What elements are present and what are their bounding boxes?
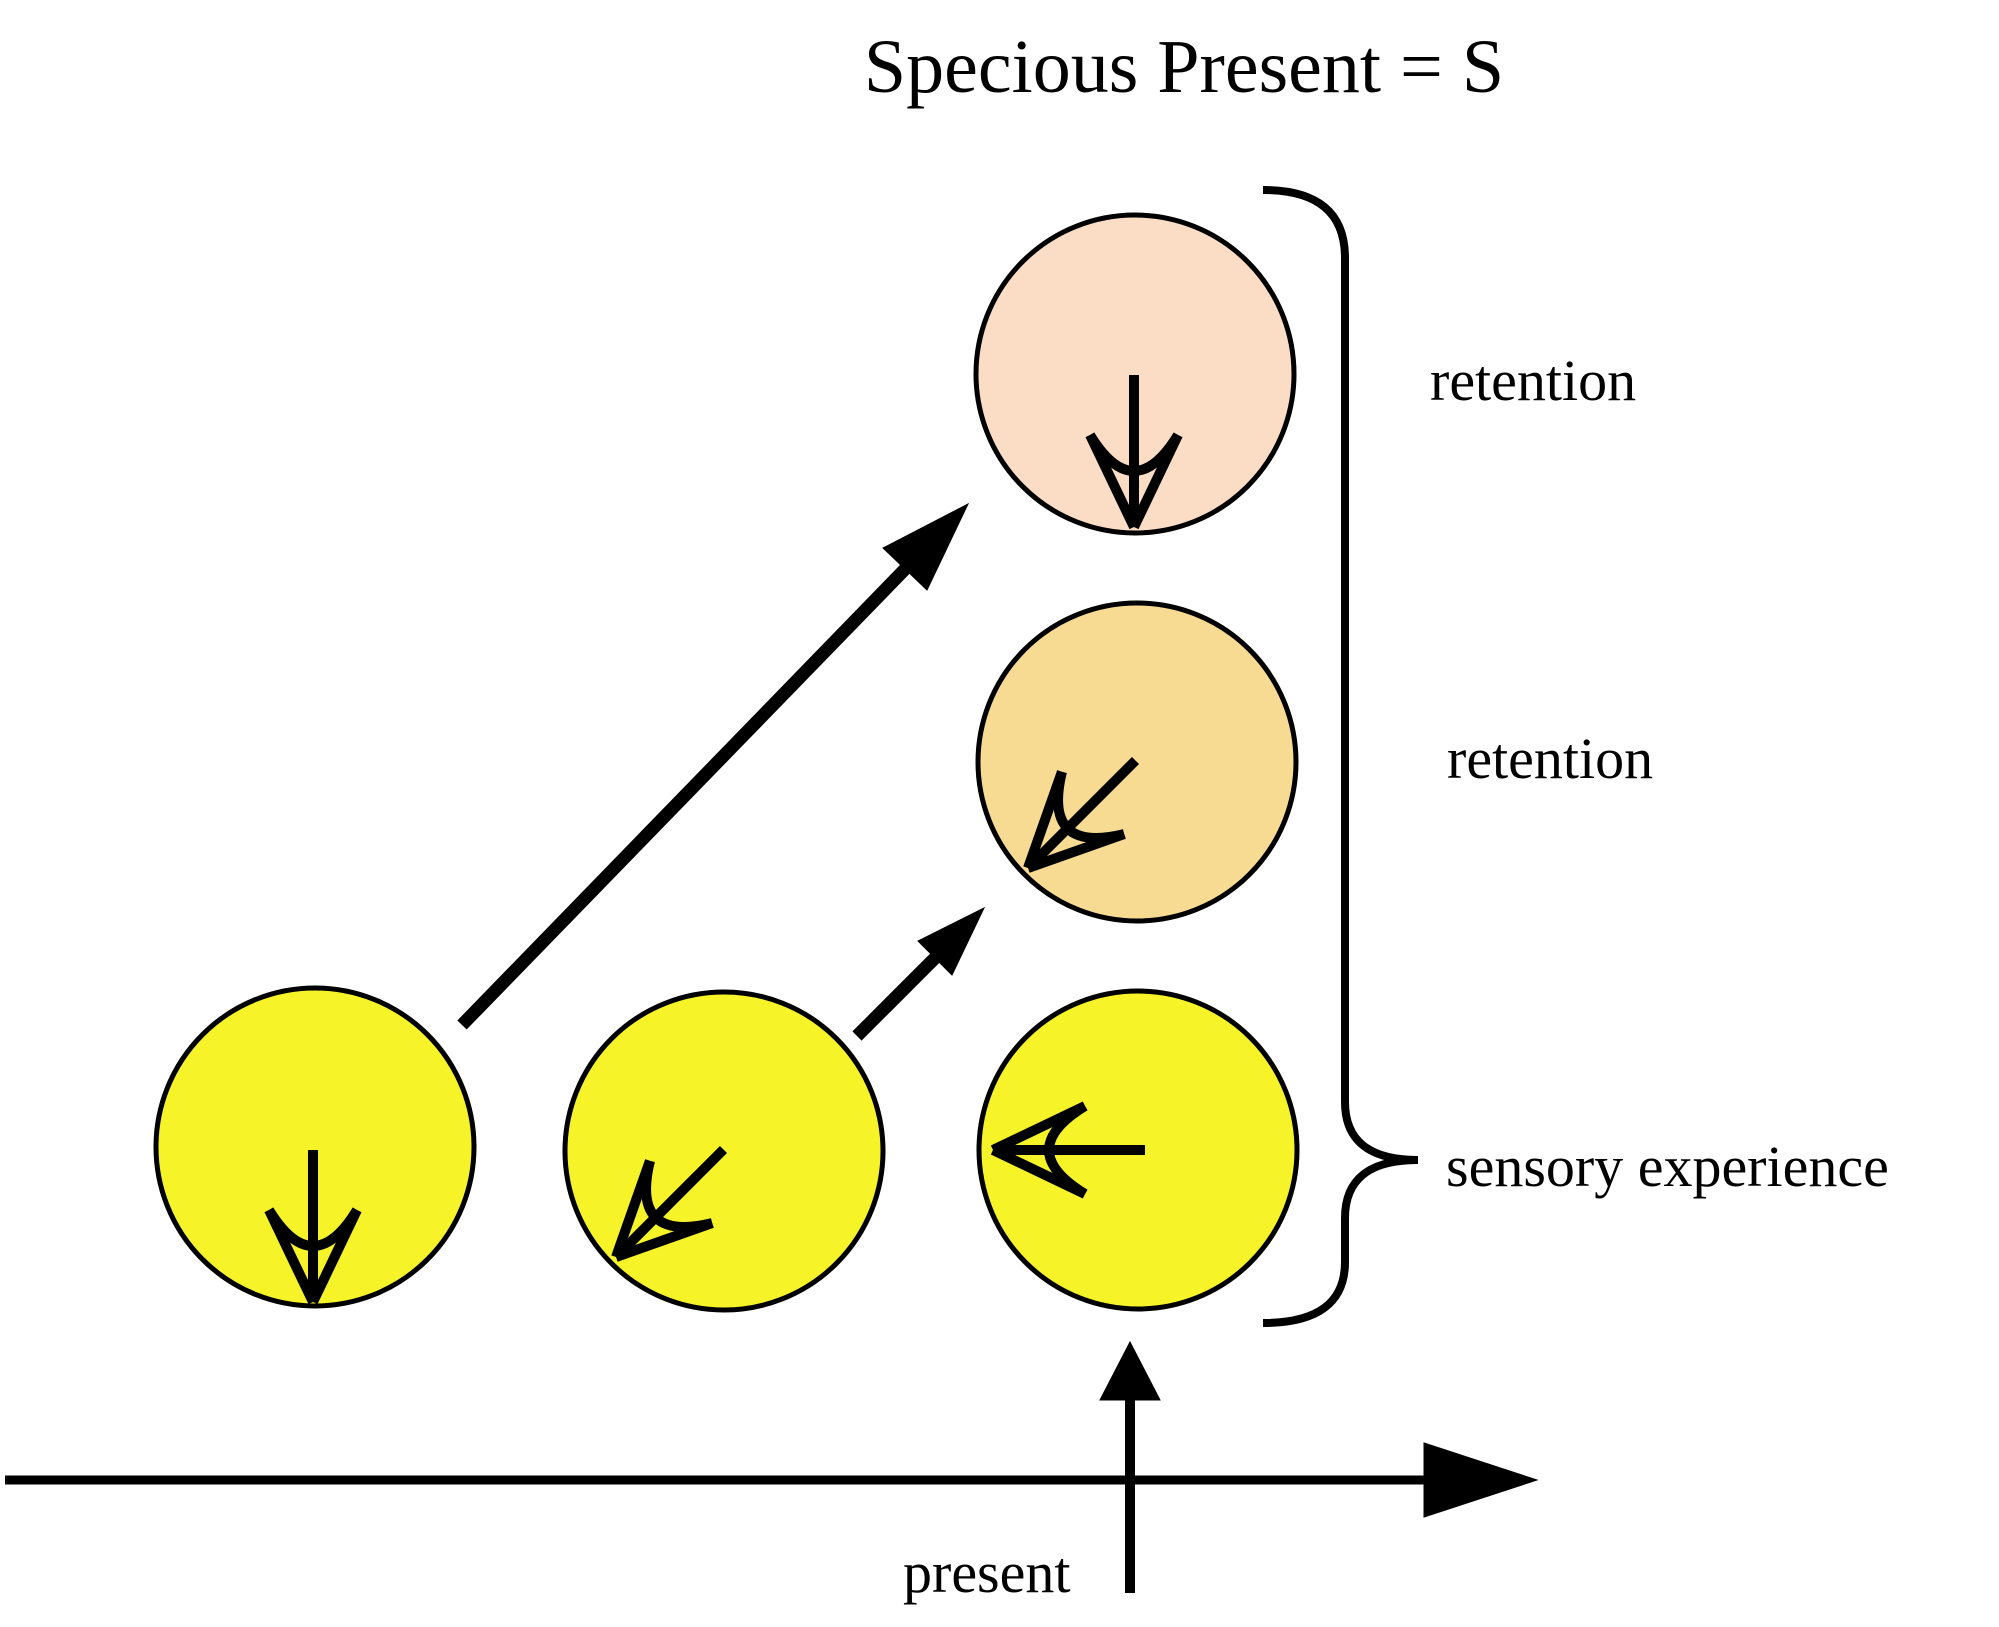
page-title: Specious Present = S (864, 25, 1504, 109)
circle-middle-retention (975, 600, 1299, 924)
connector-short-arrow (852, 906, 986, 1041)
sensory-experience-label: sensory experience (1446, 1134, 1889, 1199)
circle-top-retention (973, 212, 1297, 536)
curly-brace (1262, 186, 1419, 1327)
present-marker-arrow (1099, 1340, 1161, 1593)
retention-mid-label: retention (1447, 726, 1653, 791)
circle-bottom-left (153, 985, 477, 1309)
connector-long-arrow (457, 502, 970, 1030)
time-axis-arrow (5, 1442, 1539, 1518)
retention-top-label: retention (1430, 348, 1636, 413)
present-label: present (903, 1540, 1071, 1605)
